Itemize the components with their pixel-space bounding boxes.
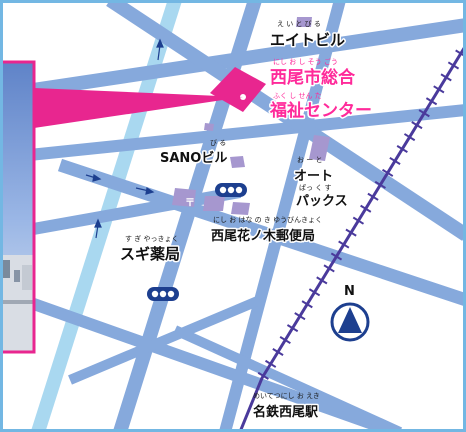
rail-tie [425, 97, 438, 106]
sano-biru-label: SANOビル [160, 150, 227, 166]
bus-stop-icon [215, 183, 247, 197]
welfare-center-ruby-2: ふく し せん た [273, 92, 322, 100]
auto-label-1: オート [294, 169, 333, 184]
photo-inset [0, 60, 36, 354]
building [172, 188, 196, 207]
road [68, 295, 262, 385]
rail-tie [345, 228, 357, 237]
eito-biru-ruby: え い と び る [277, 20, 321, 28]
north-label: N [344, 284, 355, 299]
rail-tie [330, 252, 343, 261]
rail-tie [374, 180, 386, 189]
rail-tie [286, 324, 299, 333]
post-office-ruby: にし お はな の き ゆうびんきょく [213, 216, 322, 224]
rail-tie [447, 61, 460, 70]
road [57, 158, 466, 307]
buildings [172, 17, 330, 215]
auto-ruby-1: お ー と [297, 156, 322, 164]
rail-tie [294, 312, 306, 321]
railway-line-icon [238, 44, 466, 432]
road [106, 0, 466, 241]
rail-tie [418, 109, 430, 118]
callout-pointer [34, 88, 243, 128]
road [0, 286, 398, 432]
rail-tie [389, 156, 401, 165]
rail-tie [403, 133, 416, 142]
rail-tie [411, 121, 423, 130]
road [172, 325, 403, 432]
destination-building [210, 67, 266, 112]
auto-ruby-2: ぱっ く す [299, 184, 331, 192]
road [0, 104, 466, 164]
building [309, 135, 330, 161]
welfare-center-ruby-1: にし お し そう ごう [273, 57, 338, 66]
rail-tie [360, 204, 372, 213]
north-arrow-icon [330, 302, 370, 342]
rail-tie [257, 371, 269, 380]
rail-tie [272, 347, 284, 356]
rail-tie [352, 216, 365, 225]
rail-tie [382, 168, 394, 177]
rail-tie [396, 145, 408, 154]
station-label: 名鉄西尾駅 [253, 404, 319, 420]
sugi-ruby: す ぎ やっきょく [125, 234, 178, 243]
auto-label-2: パックス [296, 194, 348, 209]
sugi-pharmacy-label: スギ薬局 [120, 245, 180, 263]
rail-tie [308, 288, 321, 297]
rail-tie [301, 300, 313, 309]
sano-ruby: び る [210, 139, 226, 147]
rail-tie [440, 73, 452, 82]
building [231, 202, 250, 215]
traffic-arrows [69, 38, 164, 239]
welfare-center-label-2: 福祉センター [269, 100, 372, 121]
station-ruby: めいてつにし お えき [253, 392, 320, 400]
rail-tie [433, 85, 445, 94]
building [204, 123, 214, 131]
eito-biru-label: エイトビル [270, 31, 345, 49]
welfare-center-label-1: 西尾市総合 [270, 67, 356, 88]
rail-tie [264, 359, 277, 368]
rail-tie [316, 276, 328, 285]
building [203, 196, 225, 211]
building [296, 17, 312, 27]
post-office-icon: 〒 [185, 197, 195, 209]
rail-tie [323, 264, 335, 273]
post-office-label: 西尾花ノ木郵便局 [211, 228, 315, 244]
rail-tie [279, 336, 291, 345]
bus-stop-icon [147, 287, 179, 301]
rail-tie [367, 192, 379, 201]
building [230, 156, 245, 168]
rail-tie [338, 240, 350, 249]
